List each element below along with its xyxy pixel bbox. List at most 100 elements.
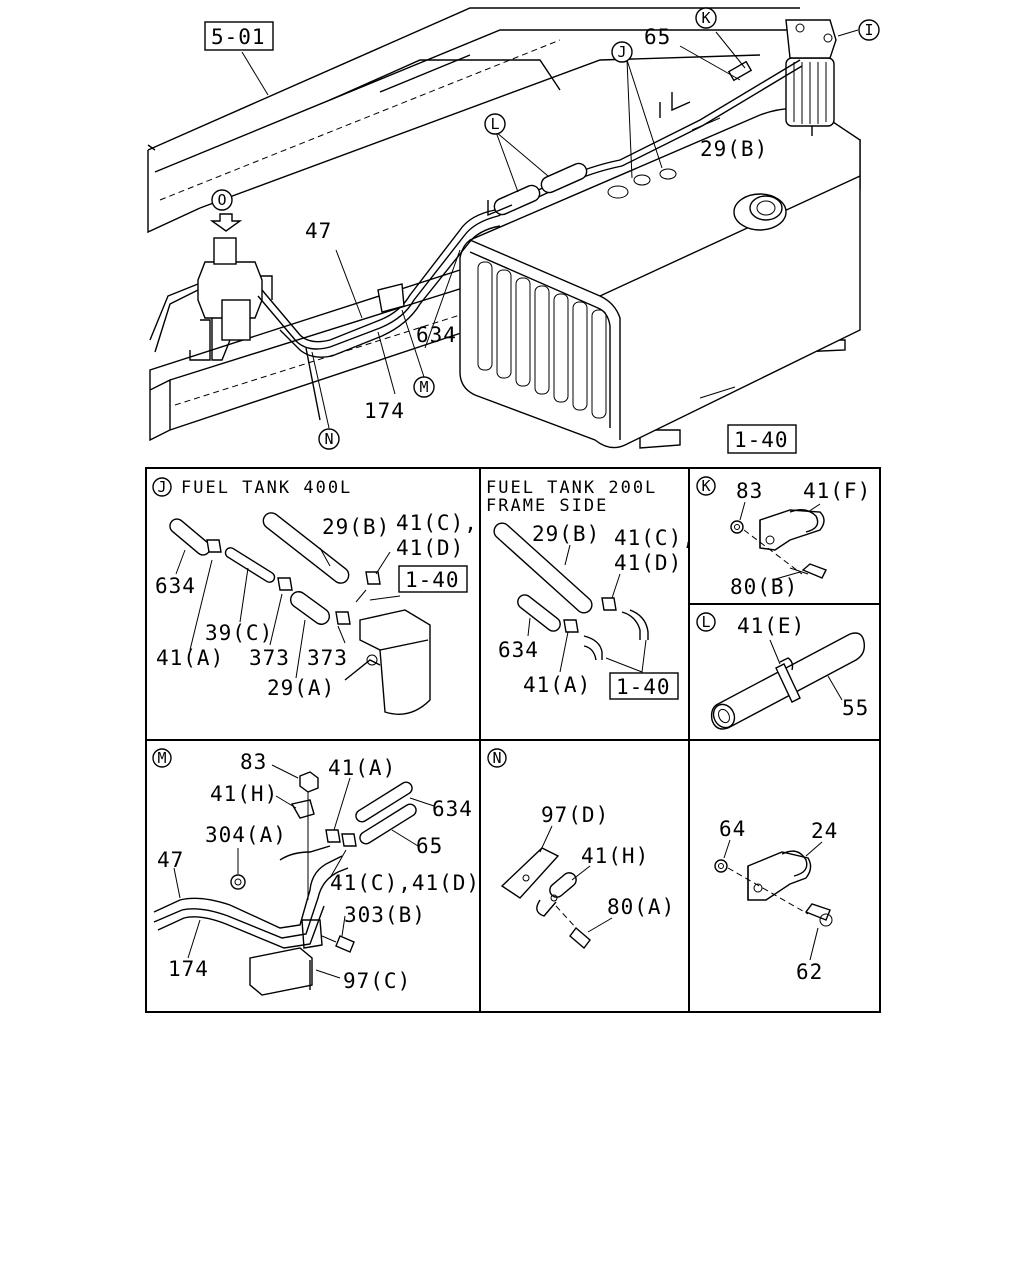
fuel-filter [785, 19, 837, 136]
panel-m-label-47: 47 [157, 848, 184, 872]
svg-text:J: J [157, 478, 166, 496]
svg-text:L: L [701, 613, 710, 631]
panel-j-label-373-a: 373 [249, 646, 290, 670]
panel-j200-label-ref-1-40: 1-40 [616, 675, 671, 699]
panel-k-clip [730, 509, 827, 579]
panel-l-leader-lines [769, 639, 843, 701]
panel-j-label-41a: 41(A) [156, 646, 224, 670]
panel-m-marker: M [152, 748, 172, 768]
panel-x-label-62: 62 [796, 960, 823, 984]
panel-m-label-97c: 97(C) [343, 969, 411, 993]
main-leader-lines [241, 29, 859, 429]
marker-n: N [318, 428, 340, 450]
panel-n-marker: N [487, 748, 507, 768]
marker-k: K [695, 7, 717, 29]
panel-k-label-83: 83 [736, 479, 763, 503]
panel-k: K 83 41(F) 80(B) [696, 476, 871, 599]
panel-m-label-303b: 303(B) [344, 903, 426, 927]
panel-j200-label-41c: 41(C), [614, 526, 696, 550]
panel-j200-title-line1: FUEL TANK 200L [486, 478, 657, 498]
callout-634: 634 [416, 323, 457, 347]
panel-n-leader-lines [539, 825, 613, 933]
panel-j-parts [169, 512, 431, 715]
panel-j200-label-41d: 41(D) [614, 551, 682, 575]
panel-x-label-64: 64 [719, 817, 746, 841]
panel-j-label-29a: 29(A) [267, 676, 335, 700]
panel-m-label-65: 65 [416, 834, 443, 858]
marker-l: L [484, 113, 506, 135]
fuel-lines [257, 59, 803, 421]
panel-x-parts [714, 850, 833, 927]
panel-n-parts [500, 847, 591, 950]
svg-text:O: O [217, 191, 226, 209]
panel-j-label-ref-1-40: 1-40 [405, 568, 460, 592]
marker-m: M [413, 376, 435, 398]
water-separator [149, 213, 273, 361]
panel-k-marker: K [696, 476, 716, 496]
svg-text:M: M [419, 378, 428, 396]
panel-l-label-41e: 41(E) [737, 614, 805, 638]
panel-j-marker: J [152, 477, 172, 497]
panel-x-leader-lines [723, 839, 823, 961]
svg-text:J: J [617, 43, 626, 61]
panel-j-label-634: 634 [155, 574, 196, 598]
callout-174: 174 [364, 399, 405, 423]
panel-n: N 97(D) 41(H) 80(A) [487, 748, 675, 950]
panel-j200-leader-lines [527, 544, 647, 673]
marker-j: J [611, 41, 633, 63]
panel-m-label-41a: 41(A) [328, 756, 396, 780]
ref-label-1-40: 1-40 [734, 428, 789, 452]
panel-l-hose [710, 632, 866, 730]
panel-j-title: FUEL TANK 400L [181, 478, 352, 498]
panel-m-label-174: 174 [168, 957, 209, 981]
ref-box-5-01 [204, 21, 274, 51]
panel-l-marker: L [696, 612, 716, 632]
svg-text:K: K [701, 477, 710, 495]
panel-k-label-41f: 41(F) [803, 479, 871, 503]
svg-text:L: L [490, 115, 499, 133]
panel-clip-assembly: 64 24 62 [714, 817, 838, 984]
panel-k-leader-lines [739, 501, 821, 581]
panel-m: M [152, 748, 480, 996]
panel-m-label-83: 83 [240, 750, 267, 774]
svg-text:N: N [324, 430, 333, 448]
panel-j200-label-41a: 41(A) [523, 673, 591, 697]
marker-o: O [211, 189, 233, 211]
callout-29b: 29(B) [700, 137, 768, 161]
main-assembly-view: 5-01 1-40 65 29(B) 47 634 174 K I J L O [147, 7, 880, 454]
panel-m-label-41h: 41(H) [210, 782, 278, 806]
panel-j-label-39c: 39(C) [205, 621, 273, 645]
callout-65: 65 [644, 25, 671, 49]
panel-j-label-41c: 41(C), [396, 511, 478, 535]
svg-text:K: K [701, 9, 710, 27]
panel-m-label-634: 634 [432, 797, 473, 821]
panel-j200-ref-box [609, 672, 679, 700]
panel-m-leader-lines [173, 764, 435, 979]
panel-m-label-41c-41d: 41(C),41(D) [330, 871, 480, 895]
fuel-tank [459, 107, 861, 449]
panel-j200-parts [493, 522, 649, 661]
panel-j-label-29b: 29(B) [322, 515, 390, 539]
panel-n-label-80a: 80(A) [607, 895, 675, 919]
panel-j200-title-line2: FRAME SIDE [486, 496, 608, 516]
panel-j-label-373-b: 373 [307, 646, 348, 670]
panel-j-leader-lines [175, 547, 391, 679]
panel-j-label-41d: 41(D) [396, 536, 464, 560]
panel-j-ref-box [398, 565, 468, 593]
panel-l: L 41(E) 55 [696, 612, 869, 730]
detail-panel-grid [145, 467, 881, 1013]
panel-x-label-24: 24 [811, 819, 838, 843]
panel-n-label-97d: 97(D) [541, 803, 609, 827]
panel-j200-label-29b: 29(B) [532, 522, 600, 546]
panel-k-label-80b: 80(B) [730, 575, 798, 599]
marker-i: I [858, 19, 880, 41]
ref-box-1-40 [727, 424, 797, 454]
panel-j200-label-634: 634 [498, 638, 539, 662]
panel-m-label-304a: 304(A) [205, 823, 287, 847]
ref-label-5-01: 5-01 [211, 25, 266, 49]
svg-text:I: I [864, 21, 873, 39]
panel-m-parts [153, 771, 417, 996]
panel-l-label-55: 55 [842, 696, 869, 720]
callout-47: 47 [305, 219, 332, 243]
